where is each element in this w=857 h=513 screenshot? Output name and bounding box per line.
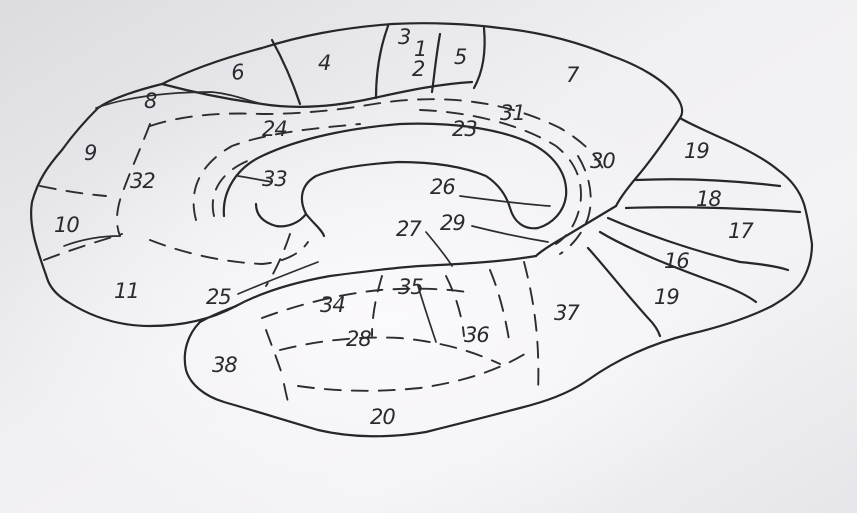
area-26-label: 26	[430, 175, 455, 199]
area-23-label: 23	[452, 117, 477, 141]
area-10-label: 10	[54, 213, 79, 237]
area-19-upper-label: 19	[684, 139, 709, 163]
area-37-label: 37	[554, 301, 580, 325]
area-16-label: 16	[664, 249, 689, 273]
area-32-label: 32	[130, 169, 155, 193]
area-4-label: 4	[318, 51, 330, 75]
area-31-label: 31	[500, 101, 525, 125]
area-5-label: 5	[454, 45, 467, 69]
area-11-label: 11	[114, 279, 139, 303]
area-2-label: 2	[412, 57, 425, 81]
area-24-label: 24	[262, 117, 287, 141]
area-7-label: 7	[566, 63, 580, 87]
area-34-label: 34	[320, 293, 345, 317]
area-18-label: 18	[696, 187, 721, 211]
area-28-label: 28	[346, 327, 371, 351]
area-25-label: 25	[206, 285, 231, 309]
area-20-label: 20	[370, 405, 395, 429]
area-19-lower-label: 19	[654, 285, 679, 309]
area-3-label: 3	[398, 25, 410, 49]
area-33-label: 33	[262, 167, 287, 191]
area-8-label: 8	[144, 89, 157, 113]
area-29-label: 29	[440, 211, 465, 235]
area-35-label: 35	[398, 275, 423, 299]
area-27-label: 27	[396, 217, 422, 241]
area-38-label: 38	[212, 353, 237, 377]
area-30-label: 30	[590, 149, 615, 173]
area-9-label: 9	[84, 141, 97, 165]
area-17-label: 17	[728, 219, 754, 243]
area-36-label: 36	[464, 323, 489, 347]
